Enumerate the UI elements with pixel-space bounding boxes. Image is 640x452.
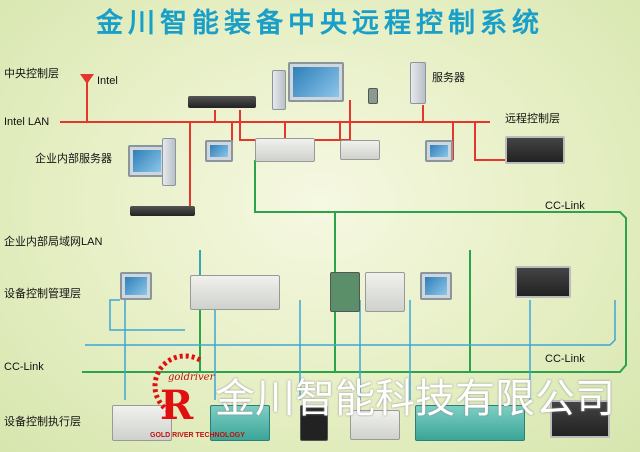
server-label: 服务器 xyxy=(432,72,465,84)
pc-monitor-icon-2 xyxy=(425,140,453,162)
intel-label: Intel xyxy=(97,75,118,87)
plc-module-icon xyxy=(340,140,380,160)
layer-enterprise-lan: 企业内部局域网LAN xyxy=(4,236,103,248)
antenna-icon xyxy=(80,74,94,84)
wireless-module-icon xyxy=(368,88,378,104)
enterprise-pc-monitor-icon xyxy=(128,145,166,177)
enterprise-server-tower-icon xyxy=(162,138,176,186)
logo-company-en: GOLD RIVER TECHNOLOGY xyxy=(150,432,245,439)
mgmt-pc-monitor-icon xyxy=(120,272,152,300)
logo-letter: R xyxy=(160,382,194,429)
mgmt-controller-icon xyxy=(330,272,360,312)
cc-link-lower-label: CC-Link xyxy=(545,353,585,365)
exec-plc-green-icon xyxy=(210,405,270,441)
enterprise-switch-icon xyxy=(130,206,195,216)
mgmt-pc-monitor-icon-2 xyxy=(420,272,452,300)
page-title: 金川智能装备中央远程控制系统 xyxy=(96,8,544,39)
layer-central: 中央控制层 xyxy=(4,68,59,80)
mgmt-plc-icon xyxy=(190,275,280,310)
exec-hmi-icon xyxy=(300,405,328,441)
exec-module-icon xyxy=(350,410,400,440)
layer-enterprise-server: 企业内部服务器 xyxy=(35,153,112,165)
mgmt-laptop-icon xyxy=(515,266,571,298)
lan-blue-lines xyxy=(85,250,616,400)
layer-device-execution: 设备控制执行层 xyxy=(4,416,81,428)
layer-intel-lan: Intel LAN xyxy=(4,116,50,128)
server-icon xyxy=(410,62,426,104)
pc-monitor-icon xyxy=(205,140,233,162)
logo-script: goldriver xyxy=(168,372,215,383)
monitor-icon xyxy=(288,62,344,102)
exec-laptop-icon xyxy=(550,400,610,438)
goldriver-logo-icon xyxy=(152,353,202,415)
pc-tower-icon xyxy=(272,70,286,110)
mgmt-drive-icon xyxy=(365,272,405,312)
network-switch-icon xyxy=(188,96,256,108)
laptop-icon xyxy=(505,136,565,164)
company-name-cn: 金川智能科技有限公司 xyxy=(215,376,615,422)
remote-control-label: 远程控制层 xyxy=(505,113,560,125)
cc-link-upper-label: CC-Link xyxy=(545,200,585,212)
layer-cc-link: CC-Link xyxy=(4,361,44,373)
layer-device-management: 设备控制管理层 xyxy=(4,288,81,300)
exec-plc-bank-icon xyxy=(415,405,525,441)
exec-plc-icon xyxy=(112,405,172,441)
plc-rack-icon xyxy=(255,138,315,162)
